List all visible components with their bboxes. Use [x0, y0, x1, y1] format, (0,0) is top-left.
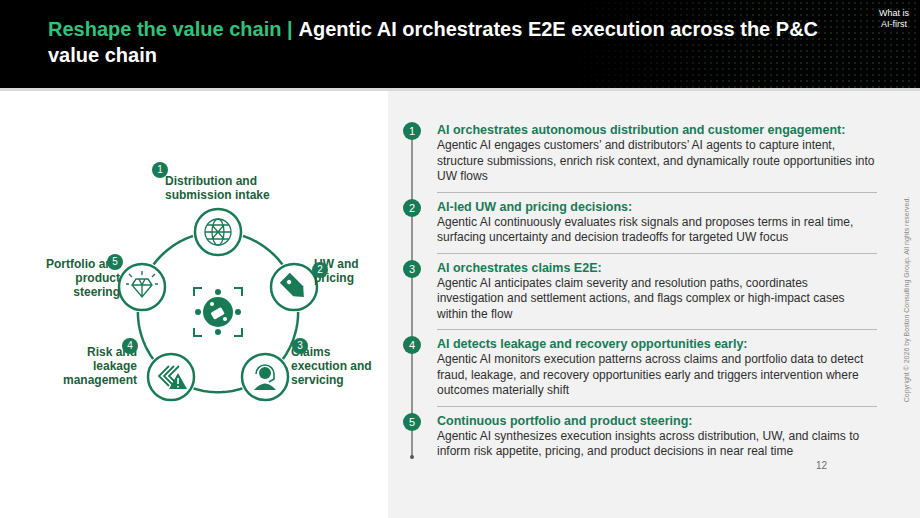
page-number: 12 [816, 460, 827, 471]
node-fills [118, 208, 318, 401]
corner-brackets [194, 288, 242, 336]
step-circle [271, 264, 317, 310]
sparkle [126, 271, 158, 284]
ring-connector [154, 236, 193, 265]
step-circle [195, 209, 241, 255]
step-circle-outline [270, 263, 318, 311]
callout-number: 1 [403, 122, 421, 140]
tag-icon [280, 273, 309, 302]
header-texture [560, 0, 920, 88]
description-item: 2AI-led UW and pricing decisions:Agentic… [437, 192, 877, 253]
header-rule [0, 88, 920, 91]
text-panel [388, 91, 920, 518]
step-circle [119, 264, 165, 310]
item-body: Agentic AI monitors execution patterns a… [437, 352, 877, 399]
dot [210, 302, 214, 306]
value-chain-step: UW and pricing [270, 263, 318, 311]
callout-number: 4 [403, 336, 421, 354]
title-lead: Reshape the value chain | [48, 18, 293, 40]
description-item: 1AI orchestrates autonomous distribution… [437, 116, 877, 192]
dot [195, 309, 201, 315]
gem [132, 279, 152, 297]
callout-number: 2 [403, 199, 421, 217]
timeline-line [411, 124, 412, 456]
shoulders [254, 384, 276, 391]
step-label: Distribution and submission intake [165, 174, 295, 202]
step-circle-outline [118, 263, 166, 311]
chip [210, 307, 224, 320]
warning-mark [177, 378, 179, 388]
item-heading: AI orchestrates autonomous distribution … [437, 122, 877, 138]
step-circle [148, 354, 194, 400]
head [259, 367, 271, 379]
globe-icon [205, 219, 231, 245]
description-item: 5Continuous portfolio and product steeri… [437, 406, 877, 467]
node-fill [194, 208, 242, 256]
item-body: Agentic AI engages customers’ and distri… [437, 138, 877, 185]
value-chain-step: Distribution and submission intake [194, 208, 242, 256]
header-fade [560, 0, 760, 88]
copyright-note: Copyright © 2026 by Boston Consulting Gr… [902, 130, 911, 470]
description-item: 3AI orchestrates claims E2E:Agentic AI a… [437, 253, 877, 330]
ring-connector [243, 236, 282, 265]
callout-number: 5 [107, 254, 123, 270]
callout-number: 3 [403, 260, 421, 278]
timeline-end [410, 455, 414, 459]
headset-icon [254, 365, 276, 390]
dot [223, 317, 227, 321]
value-chain-step: Portfolio and product steering [118, 263, 166, 311]
headset [256, 365, 274, 382]
step-circle [242, 354, 288, 400]
step-circle-outline [194, 208, 242, 256]
node-fill [241, 353, 289, 401]
node-fill [118, 263, 166, 311]
value-chain-step: Claims execution and servicing [241, 353, 289, 401]
step-circle-outline [241, 353, 289, 401]
item-heading: AI detects leakage and recovery opportun… [437, 336, 877, 352]
item-body: Agentic AI continuously evaluates risk s… [437, 215, 877, 246]
gem-icon [126, 271, 158, 297]
dot [235, 309, 241, 315]
ring-connector [138, 312, 153, 359]
callout-number: 4 [122, 338, 138, 354]
node-fill [270, 263, 318, 311]
tag-hole [286, 279, 292, 285]
item-heading: Continuous portfolio and product steerin… [437, 413, 877, 429]
header-band [0, 0, 920, 88]
value-chain-step: Risk and leakage management [147, 353, 195, 401]
ring-connector [194, 388, 243, 392]
step-circle-outline [147, 353, 195, 401]
section-tag: What is AI-first [874, 8, 914, 30]
globe-outline [205, 219, 231, 245]
item-list: 1AI orchestrates autonomous distribution… [437, 116, 877, 467]
dot [215, 329, 221, 335]
item-body: Agentic AI anticipates claim severity an… [437, 276, 877, 323]
item-heading: AI-led UW and pricing decisions: [437, 199, 877, 215]
callout-number: 2 [312, 262, 328, 278]
leakage-icon [159, 366, 187, 389]
item-body: Agentic AI synthesizes execution insight… [437, 429, 877, 460]
tag-shape [280, 273, 309, 302]
warning-triangle [169, 373, 187, 389]
callout-number: 5 [403, 413, 421, 431]
callout-number: 1 [152, 162, 168, 178]
callout-number: 3 [292, 338, 308, 354]
description-item: 4AI detects leakage and recovery opportu… [437, 329, 877, 406]
node-fill [147, 353, 195, 401]
item-heading: AI orchestrates claims E2E: [437, 260, 877, 276]
globe-network [205, 225, 231, 239]
dot [215, 289, 221, 295]
center-icon [194, 288, 242, 336]
slide-title: Reshape the value chain |Agentic AI orch… [48, 16, 863, 68]
center-disc [203, 297, 233, 327]
